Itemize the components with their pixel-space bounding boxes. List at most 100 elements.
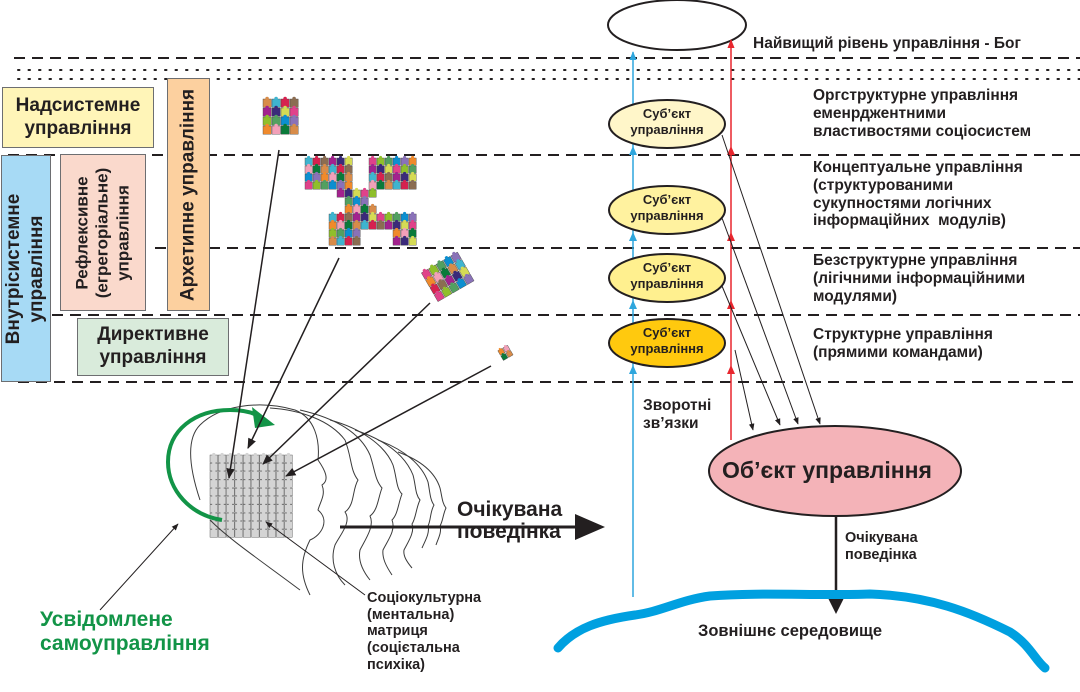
influence-arrow-supersystem (226, 149, 280, 480)
subject-ellipse-structural (608, 318, 726, 368)
reflexive-control-box: Рефлексивне(егрегоріальне)управління (60, 154, 146, 311)
puzzle-knob (403, 227, 407, 232)
puzzle-knob (355, 227, 359, 232)
feedback-arrowheads (629, 146, 735, 374)
puzzle-knob (441, 267, 446, 272)
puzzle-knob (331, 179, 335, 184)
puzzle-knob (265, 96, 269, 101)
puzzle-knob (363, 211, 367, 216)
puzzle-knob (253, 486, 257, 490)
puzzle-knob (355, 203, 359, 208)
subject-line2: управління (630, 208, 704, 224)
puzzle-knob (339, 171, 343, 176)
puzzle-knob (212, 502, 216, 506)
puzzle-knob (220, 486, 224, 490)
puzzle-knob (307, 155, 311, 160)
puzzle-knob (464, 273, 469, 278)
matrix-pointer (265, 521, 366, 596)
puzzle-knob (292, 96, 296, 101)
puzzle-knob (237, 461, 241, 465)
puzzle-knob (498, 347, 501, 351)
puzzle-knob (220, 461, 224, 465)
puzzle-knob (253, 477, 257, 482)
puzzle-knob (245, 461, 249, 465)
puzzle-knob (347, 203, 351, 208)
puzzle-knob (286, 452, 291, 457)
level-line: Концептуальне управління (813, 159, 1023, 176)
puzzle-knob (283, 105, 287, 110)
puzzle-knob (452, 251, 456, 256)
puzzle-knob (435, 290, 439, 295)
puzzle-knob (449, 263, 453, 267)
puzzle-knob (245, 469, 249, 473)
puzzle-knob (403, 155, 407, 160)
puzzle-knob (371, 187, 375, 192)
influence-arrows (226, 149, 492, 480)
puzzle-knob (220, 510, 224, 515)
puzzle-knob (331, 227, 335, 232)
head-profile (269, 407, 359, 586)
subject-line2: управління (630, 276, 704, 292)
puzzle-knob (261, 502, 266, 506)
level-line: (структурованими (813, 176, 954, 194)
puzzle-knob (347, 219, 351, 224)
level-label-structureless: Безструктурне управління (лігічними інфо… (813, 252, 1025, 305)
puzzle-knob (395, 171, 399, 176)
puzzle-knob (395, 219, 399, 224)
level-line: сукупностями логічних (813, 194, 992, 212)
directive-line2: управління (99, 347, 207, 368)
puzzle-knob (339, 227, 343, 232)
puzzle-knob (379, 179, 383, 184)
subject-line1: Суб’єкт (642, 106, 692, 121)
puzzle-knob (371, 211, 375, 216)
puzzle-knob (286, 461, 291, 465)
puzzle-knob (212, 527, 216, 531)
level-label-conceptual: Концептуальне управління (структурованим… (813, 159, 1023, 230)
head-profiles (190, 404, 447, 596)
expected-behavior-line2: поведінка (845, 546, 917, 563)
puzzle-knob (339, 155, 343, 160)
puzzle-knob (228, 502, 233, 506)
puzzle-knob (403, 211, 407, 216)
influence-arrow-conceptual (247, 257, 340, 449)
puzzle-knob (253, 510, 257, 515)
puzzle-knob (387, 179, 391, 184)
head-profile (354, 429, 421, 569)
puzzle-knob (331, 235, 335, 240)
puzzle-knob (245, 452, 249, 457)
puzzle-knob (261, 452, 266, 457)
puzzle-knob (339, 163, 343, 168)
puzzle-knob (411, 211, 415, 216)
puzzle-knob (286, 510, 291, 515)
head-profile (397, 451, 447, 546)
subject-label-orgstructural: Суб’єкт управління (607, 106, 727, 139)
puzzle-knob (431, 283, 435, 287)
puzzle-knob (371, 171, 375, 176)
expected-behavior-line1: Очікувана (457, 498, 563, 521)
puzzle-knob (253, 452, 257, 457)
puzzle-knob (307, 163, 311, 168)
puzzle-knob (339, 187, 343, 192)
puzzle-knob (355, 235, 359, 240)
puzzle-knob (307, 179, 311, 184)
puzzle-knob (261, 494, 266, 498)
puzzle-knob (371, 219, 375, 224)
subject-line1: Суб’єкт (642, 325, 692, 340)
puzzle-knob (245, 502, 249, 506)
puzzle-knob (212, 452, 216, 457)
puzzle-knob (387, 219, 391, 224)
expected-behavior-label-right: Очікувана поведінка (845, 530, 918, 563)
puzzle-knob (323, 179, 327, 184)
puzzle-knob (331, 219, 335, 224)
puzzle-knob (220, 477, 224, 482)
puzzle-knob (253, 502, 257, 506)
puzzle-knob (395, 179, 399, 184)
puzzle-knob (411, 171, 415, 176)
puzzle-knob (411, 219, 415, 224)
level-line: еменрджентними (813, 104, 947, 122)
subject-ellipses (608, 99, 726, 368)
supersystem-line1: Надсистемне (15, 94, 141, 116)
puzzle-knob (403, 235, 407, 240)
puzzle-knob (283, 96, 287, 101)
